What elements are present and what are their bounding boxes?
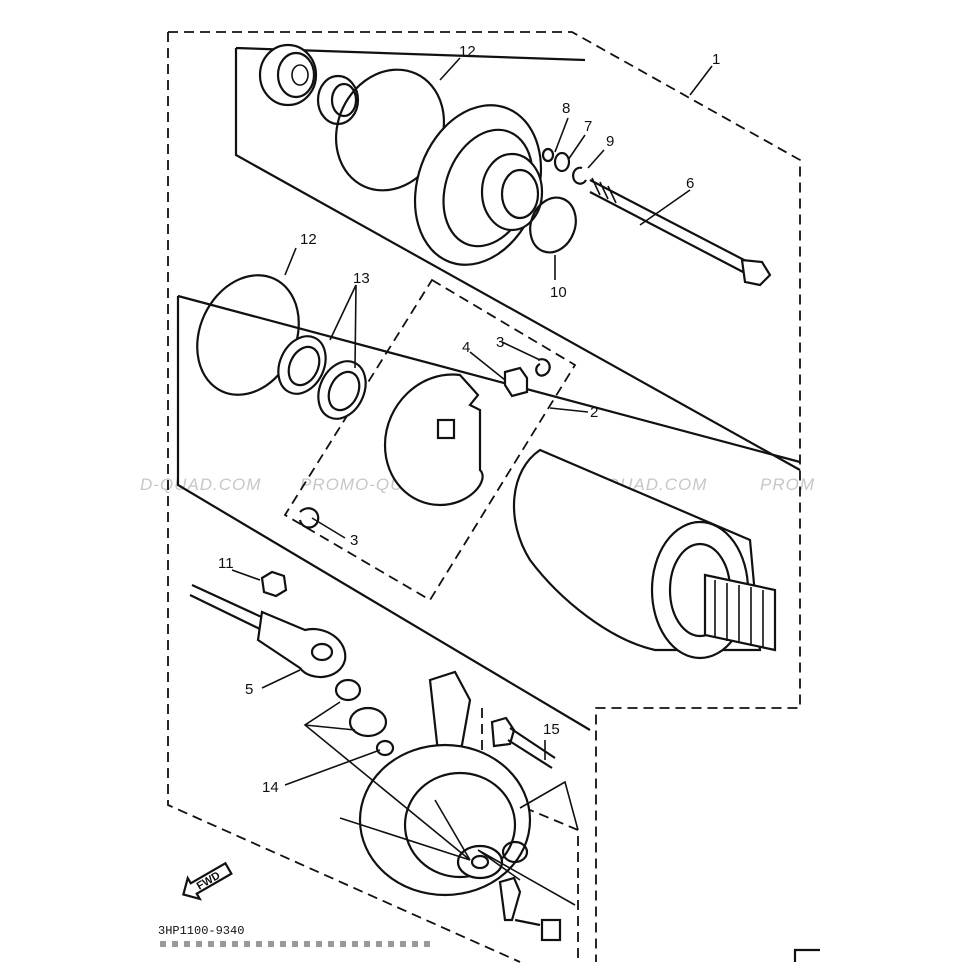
yoke-frame <box>176 294 801 731</box>
nut <box>260 570 288 598</box>
watermark-text: PROM <box>760 475 815 494</box>
leader-lines <box>231 57 713 906</box>
front-cover <box>413 104 544 266</box>
o-ring-small <box>529 196 577 254</box>
washer-7 <box>553 151 571 173</box>
spring-top <box>535 358 551 377</box>
callout-5: 5 <box>245 681 253 698</box>
part-code: 3HP1100-9340 <box>158 924 244 938</box>
callout-2: 2 <box>590 404 598 421</box>
o-ring-14 <box>375 739 395 757</box>
fwd-arrow: FWD <box>182 861 233 901</box>
terminal <box>498 876 562 942</box>
bolt-15 <box>490 716 556 769</box>
callout-10: 10 <box>550 284 567 301</box>
washer-8 <box>541 147 555 163</box>
callout-13: 13 <box>353 270 370 287</box>
washer-lead-2 <box>348 706 388 738</box>
callout-11: 11 <box>218 555 234 572</box>
bearing <box>258 43 318 107</box>
assembly-outline <box>167 31 801 963</box>
callout-12-top: 12 <box>459 43 476 60</box>
through-bolt <box>589 177 772 287</box>
brush-plate <box>383 373 484 507</box>
callout-1: 1 <box>712 51 720 68</box>
callout-3-bottom: 3 <box>350 532 358 549</box>
corner-mark <box>793 948 820 962</box>
callouts: 1 2 3 3 4 5 6 7 8 9 10 11 12 12 13 14 15 <box>218 43 720 796</box>
fwd-label: FWD <box>195 870 223 893</box>
callout-4: 4 <box>462 339 470 356</box>
clip-9 <box>572 166 587 185</box>
brush <box>503 366 529 398</box>
callout-7: 7 <box>584 118 592 135</box>
rear-cover <box>358 670 532 897</box>
lead-wire <box>189 584 347 679</box>
callout-14: 14 <box>262 779 279 796</box>
callout-8: 8 <box>562 100 570 117</box>
watermark-text: D-QUAD.COM <box>140 475 261 494</box>
callout-12-middle: 12 <box>300 231 317 248</box>
washer-lead-1 <box>334 678 362 702</box>
callout-3-top: 3 <box>496 334 504 351</box>
oil-seal <box>316 74 360 126</box>
callout-9: 9 <box>606 133 614 150</box>
callout-15: 15 <box>543 721 560 738</box>
spring-bottom <box>298 507 320 529</box>
callout-6: 6 <box>686 175 694 192</box>
motor-yoke <box>512 448 777 660</box>
